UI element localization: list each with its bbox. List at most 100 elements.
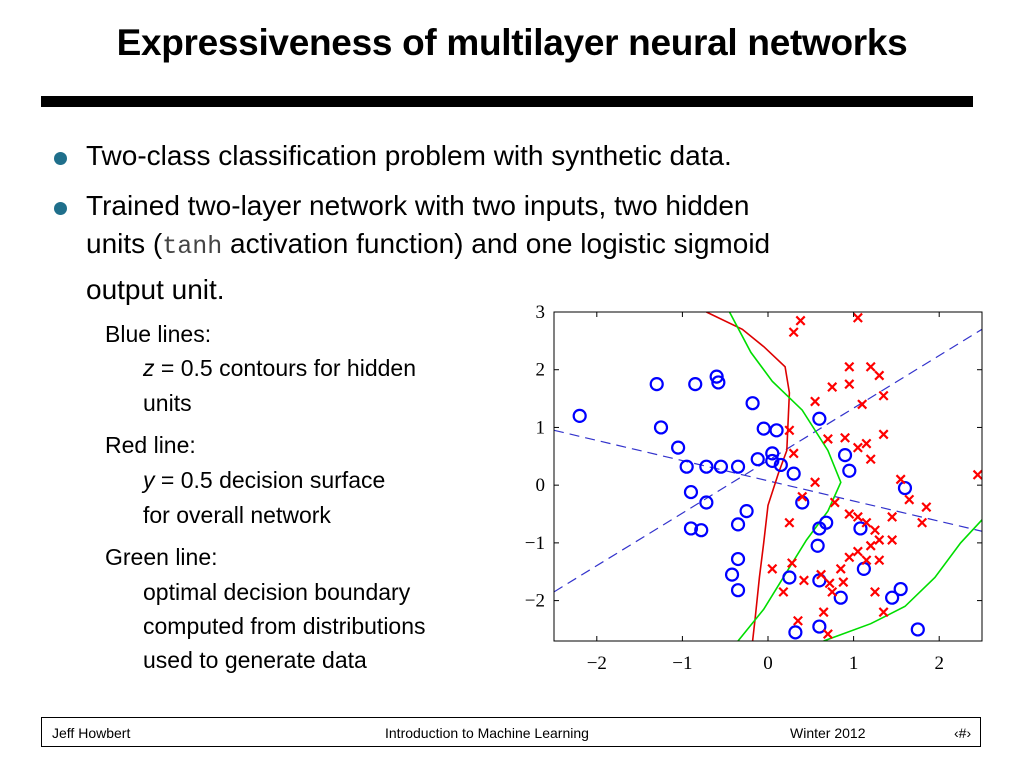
x-tick-label: 2 — [934, 653, 944, 674]
data-point-circle — [856, 561, 871, 576]
data-point-circle — [730, 551, 746, 567]
var-z: z — [143, 355, 155, 381]
legend-blue-heading: Blue lines: — [105, 321, 212, 347]
data-point-x — [838, 577, 849, 588]
data-point-circle — [683, 484, 699, 500]
data-point-x — [788, 327, 799, 338]
data-point-x — [852, 511, 863, 522]
data-point-x — [822, 434, 833, 444]
hidden-contour-line — [554, 328, 982, 593]
network-boundary-line — [706, 312, 791, 641]
data-point-x — [878, 429, 889, 440]
data-point-circle — [572, 408, 587, 423]
data-point-circle — [750, 452, 765, 467]
data-point-x — [795, 315, 806, 326]
footer-course: Introduction to Machine Learning — [385, 725, 589, 741]
data-point-x — [767, 563, 778, 574]
legend-blue-desc1: z = 0.5 contours for hidden — [143, 351, 416, 386]
data-point-x — [972, 469, 983, 480]
data-point-circle — [853, 521, 868, 536]
data-point-circle — [699, 459, 714, 474]
data-point-circle — [842, 463, 857, 478]
data-point-x — [827, 382, 838, 393]
data-point-x — [865, 361, 876, 372]
x-tick-label: −1 — [672, 653, 692, 674]
bullet-text: Two-class classification problem with sy… — [86, 140, 732, 171]
legend-green-desc2: computed from distributions — [143, 613, 426, 639]
legend-red-desc1-text: = 0.5 decision surface — [154, 467, 386, 493]
data-point-circle — [773, 457, 788, 473]
data-point-circle — [897, 480, 913, 496]
y-tick-label: −1 — [525, 533, 545, 554]
data-point-x — [844, 509, 855, 519]
data-point-x — [824, 578, 835, 589]
data-point-circle — [713, 459, 729, 474]
data-point-x — [784, 425, 795, 436]
legend-red-desc2: for overall network — [143, 502, 331, 528]
data-point-circle — [688, 377, 703, 392]
data-point-circle — [709, 369, 724, 384]
data-point-circle — [885, 590, 900, 605]
data-point-circle — [679, 459, 694, 474]
data-point-x — [797, 491, 808, 502]
x-tick-label: 0 — [763, 653, 773, 674]
data-point-x — [895, 474, 906, 485]
footer-term: Winter 2012 — [790, 725, 866, 741]
data-point-x — [904, 494, 915, 505]
data-point-circle — [756, 421, 771, 436]
legend-green-heading: Green line: — [105, 544, 218, 570]
data-point-x — [861, 438, 872, 449]
data-point-x — [852, 442, 863, 453]
data-point-x — [874, 535, 885, 545]
var-y: y — [143, 467, 155, 493]
bullet-text-line3: output unit. — [86, 274, 225, 305]
data-point-circle — [730, 583, 746, 598]
data-point-x — [778, 586, 789, 597]
data-point-x — [786, 558, 797, 569]
data-point-x — [840, 432, 851, 443]
data-point-x — [827, 586, 838, 597]
bullet-dot-icon — [54, 202, 67, 215]
data-point-x — [921, 502, 932, 513]
data-point-x — [870, 586, 880, 597]
data-point-x — [844, 379, 855, 390]
y-tick-label: 1 — [536, 417, 546, 438]
y-tick-label: 3 — [536, 302, 546, 323]
legend-red-desc1: y = 0.5 decision surface — [143, 463, 385, 498]
data-point-circle — [765, 453, 780, 469]
data-point-x — [798, 575, 809, 586]
plot-frame — [553, 311, 983, 642]
bullet-text-post: activation function) and one logistic si… — [222, 228, 771, 259]
data-point-circle — [837, 448, 853, 463]
data-point-circle — [812, 411, 827, 426]
bullet-text-line1: Trained two-layer network with two input… — [86, 190, 750, 221]
data-point-x — [917, 517, 928, 528]
data-point-x — [861, 555, 872, 566]
data-point-circle — [765, 446, 780, 461]
slide-footer: Jeff Howbert Introduction to Machine Lea… — [41, 717, 981, 747]
data-point-x — [788, 448, 799, 459]
bullet-text-pre: units ( — [86, 228, 163, 259]
data-point-x — [887, 535, 898, 545]
footer-page-number: ‹#› — [954, 725, 972, 741]
data-point-x — [865, 540, 876, 551]
data-point-circle — [711, 375, 726, 390]
data-point-x — [792, 615, 803, 626]
data-point-x — [818, 607, 829, 618]
data-point-x — [784, 517, 795, 528]
data-point-x — [878, 390, 889, 401]
data-point-circle — [730, 517, 746, 532]
data-point-circle — [653, 420, 669, 435]
data-point-circle — [745, 396, 760, 411]
bullet-dot-icon — [54, 152, 67, 165]
data-point-circle — [786, 466, 801, 481]
title-rule — [41, 96, 973, 107]
optimal-boundary-line — [728, 312, 842, 641]
data-point-circle — [699, 495, 714, 510]
data-point-x — [852, 546, 863, 557]
data-point-circle — [810, 538, 825, 553]
data-point-x — [865, 454, 876, 465]
data-point-x — [861, 517, 872, 528]
bullet-text-line2: units (tanh activation function) and one… — [86, 226, 770, 265]
code-tanh: tanh — [162, 232, 223, 261]
